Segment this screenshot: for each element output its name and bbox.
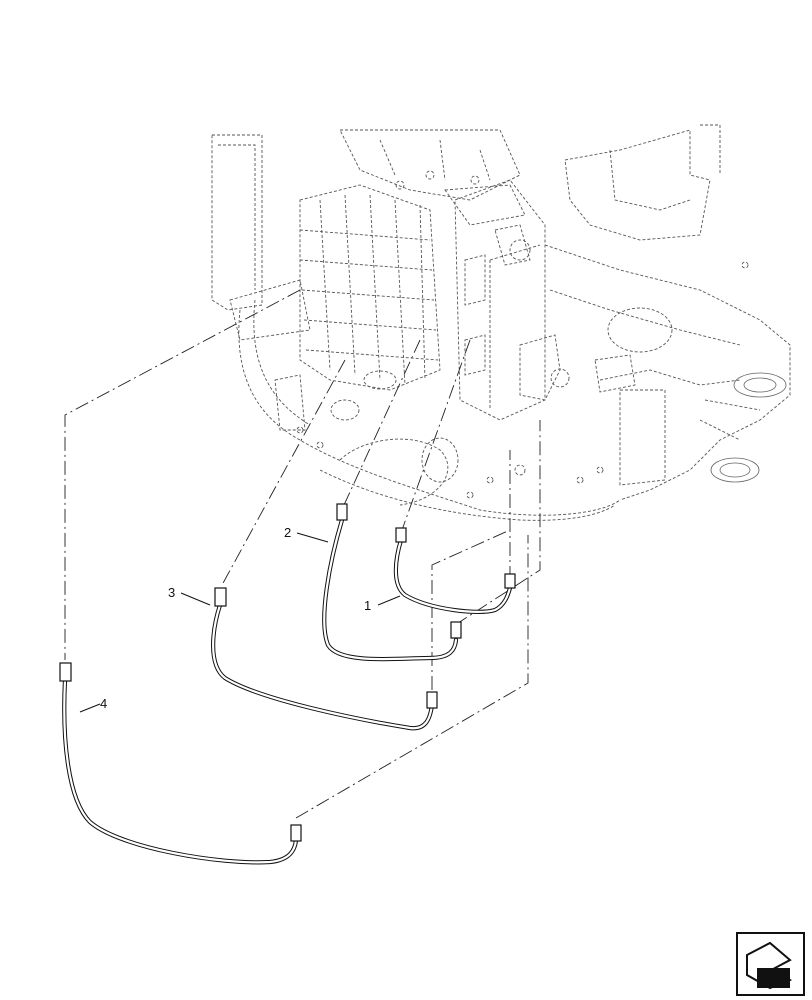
callout-label-4: 4: [100, 696, 107, 711]
callout-label-2: 2: [284, 525, 291, 540]
machine-frame-ghost: [211, 124, 791, 521]
callout-label-3: 3: [168, 585, 175, 600]
callout-1: 1: [364, 595, 401, 613]
hose-1[interactable]: [393, 527, 516, 614]
hose-4[interactable]: [59, 662, 302, 865]
leader-lines: [64, 289, 541, 819]
callout-label-1: 1: [364, 598, 371, 613]
hose-3[interactable]: [211, 587, 438, 731]
callout-2: 2: [284, 525, 329, 543]
next-page-arrow-icon[interactable]: [736, 932, 805, 996]
callout-4: 4: [79, 696, 107, 713]
callout-3: 3: [168, 585, 211, 606]
hose-2[interactable]: [322, 503, 462, 662]
